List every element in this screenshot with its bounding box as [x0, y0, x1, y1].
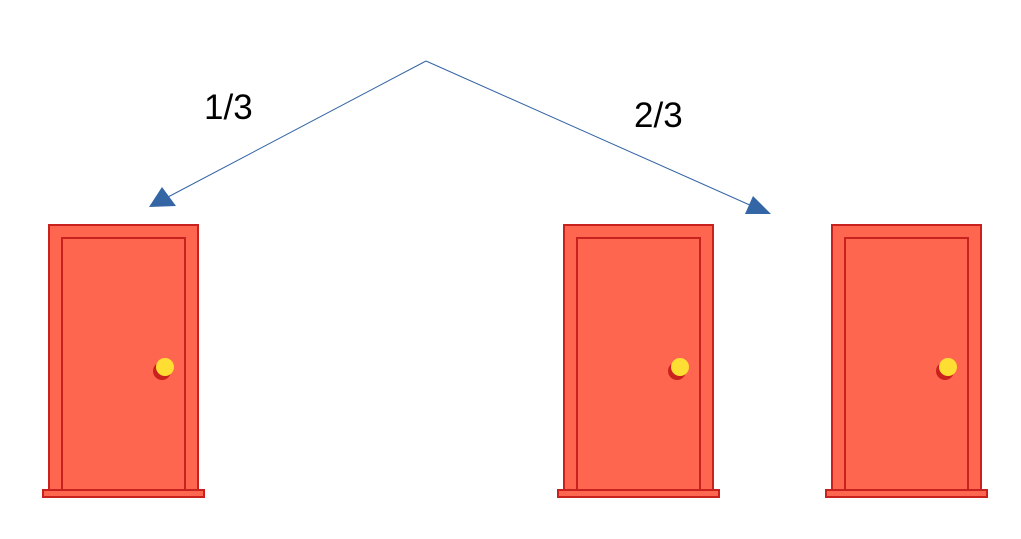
door-threshold [825, 489, 988, 498]
branch-arrows [149, 60, 771, 214]
right-arrowhead [745, 196, 771, 214]
right-probability-label: 2/3 [634, 96, 683, 135]
door-knob [671, 358, 689, 376]
left-probability-label: 1/3 [204, 88, 253, 127]
right-branch-line [425, 60, 753, 207]
door-3 [825, 224, 988, 498]
door-2 [557, 224, 720, 498]
door-threshold [42, 489, 205, 498]
left-arrowhead [149, 187, 176, 207]
door-knob [156, 358, 174, 376]
door-1 [42, 224, 205, 498]
door-knob [939, 358, 957, 376]
door-threshold [557, 489, 720, 498]
left-branch-line [167, 60, 427, 198]
